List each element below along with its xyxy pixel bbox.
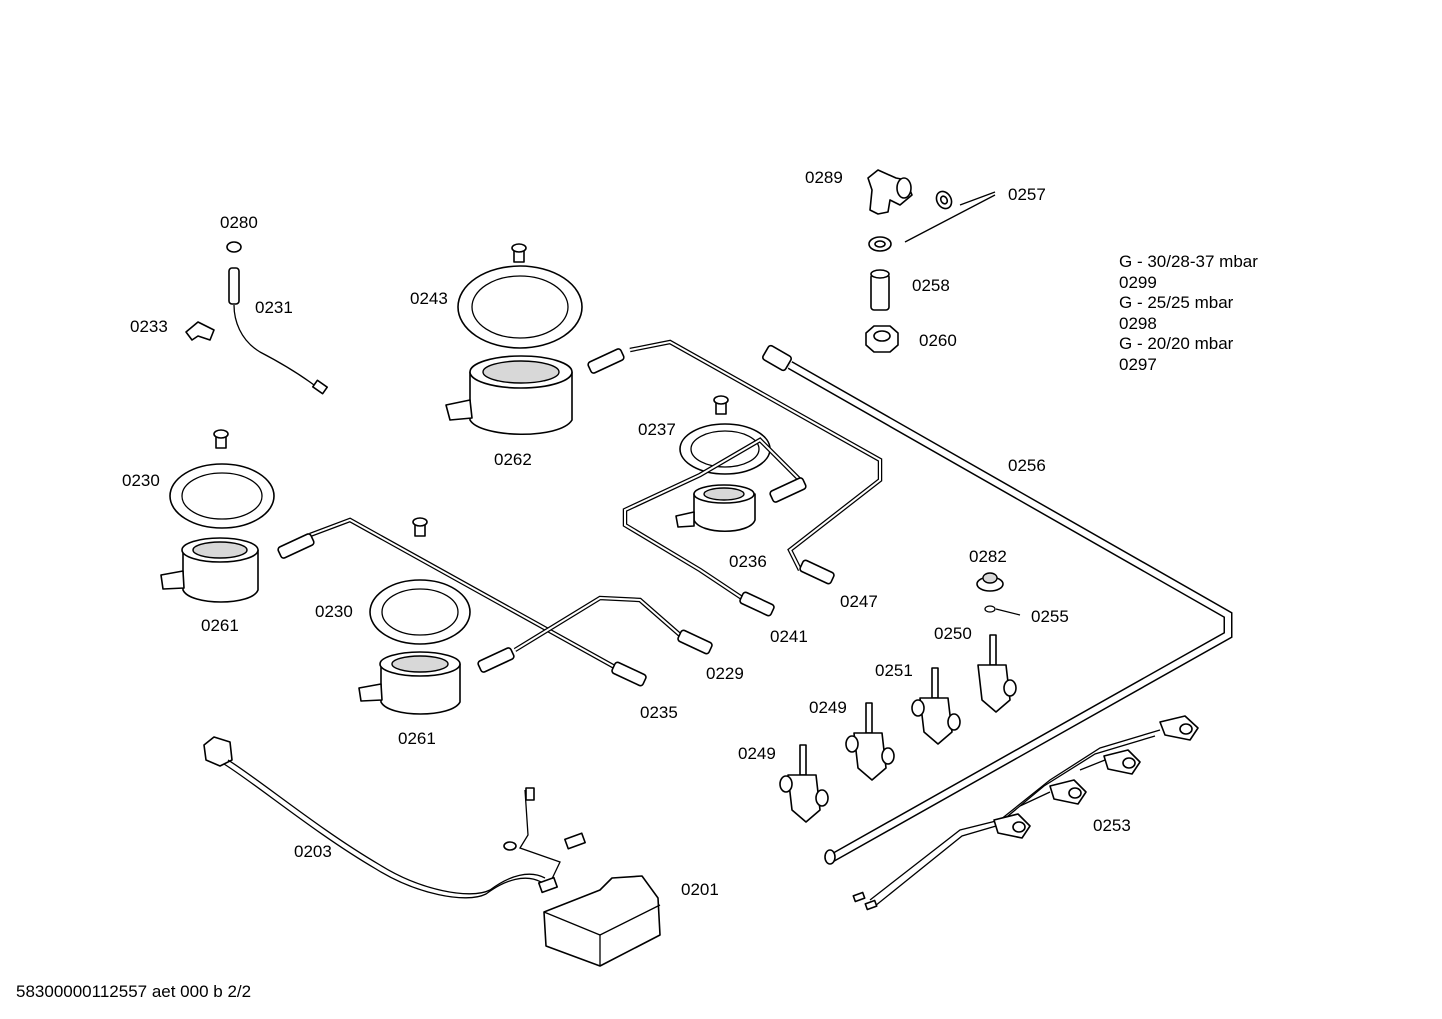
label-0247: 0247 bbox=[840, 592, 878, 611]
part-gas-taps bbox=[779, 634, 1017, 823]
part-0253-ignition-harness bbox=[852, 715, 1199, 911]
label-0256: 0256 bbox=[1008, 456, 1046, 475]
label-0237: 0237 bbox=[638, 420, 676, 439]
label-0241: 0241 bbox=[770, 627, 808, 646]
label-0280: 0280 bbox=[220, 213, 258, 232]
label-0230-bottom: 0230 bbox=[315, 602, 353, 621]
part-0231-thermocouple bbox=[226, 241, 329, 395]
label-0257: 0257 bbox=[1008, 185, 1046, 204]
label-0243: 0243 bbox=[410, 289, 448, 308]
gas-table-line: G - 20/20 mbar bbox=[1119, 334, 1234, 353]
gas-table-line: G - 30/28-37 mbar bbox=[1119, 252, 1258, 271]
label-0201: 0201 bbox=[681, 880, 719, 899]
gas-table-line: 0297 bbox=[1119, 354, 1157, 374]
label-0235: 0235 bbox=[640, 703, 678, 722]
part-0289-elbow-fitting bbox=[867, 169, 913, 215]
label-0231: 0231 bbox=[255, 298, 293, 317]
label-0255: 0255 bbox=[1031, 607, 1069, 626]
part-0282-0255 bbox=[976, 572, 1021, 616]
label-0229: 0229 bbox=[706, 664, 744, 683]
gas-type-table: G - 30/28-37 mbar 0299 G - 25/25 mbar 02… bbox=[1119, 252, 1258, 375]
part-0203-cable bbox=[203, 736, 546, 899]
part-0260-nut bbox=[865, 325, 899, 353]
gas-table-line: 0299 bbox=[1119, 272, 1157, 292]
part-gas-pipes bbox=[309, 339, 1233, 865]
document-footer: 58300000112557 aet 000 b 2/2 bbox=[16, 982, 252, 1001]
label-0253: 0253 bbox=[1093, 816, 1131, 835]
gas-table-line: 0298 bbox=[1119, 313, 1157, 333]
label-0289: 0289 bbox=[805, 168, 843, 187]
part-0201-ignition-module bbox=[503, 787, 661, 967]
part-0233-clip bbox=[185, 321, 215, 341]
label-0233: 0233 bbox=[130, 317, 168, 336]
label-0261-bottom: 0261 bbox=[398, 729, 436, 748]
label-0250: 0250 bbox=[934, 624, 972, 643]
part-0257-washers bbox=[868, 190, 996, 252]
part-gaskets bbox=[169, 265, 771, 645]
part-0258-nozzle bbox=[870, 269, 890, 311]
part-burner-cups bbox=[160, 355, 756, 715]
label-0236: 0236 bbox=[729, 552, 767, 571]
screws bbox=[213, 243, 729, 537]
label-0230-top: 0230 bbox=[122, 471, 160, 490]
label-0249-bottom: 0249 bbox=[738, 744, 776, 763]
label-0203: 0203 bbox=[294, 842, 332, 861]
label-0261-top: 0261 bbox=[201, 616, 239, 635]
part-pipe-fittings bbox=[277, 348, 835, 687]
label-0251: 0251 bbox=[875, 661, 913, 680]
label-0282: 0282 bbox=[969, 547, 1007, 566]
label-0258: 0258 bbox=[912, 276, 950, 295]
label-0249-top: 0249 bbox=[809, 698, 847, 717]
gas-table-line: G - 25/25 mbar bbox=[1119, 293, 1234, 312]
label-0262: 0262 bbox=[494, 450, 532, 469]
label-0260: 0260 bbox=[919, 331, 957, 350]
